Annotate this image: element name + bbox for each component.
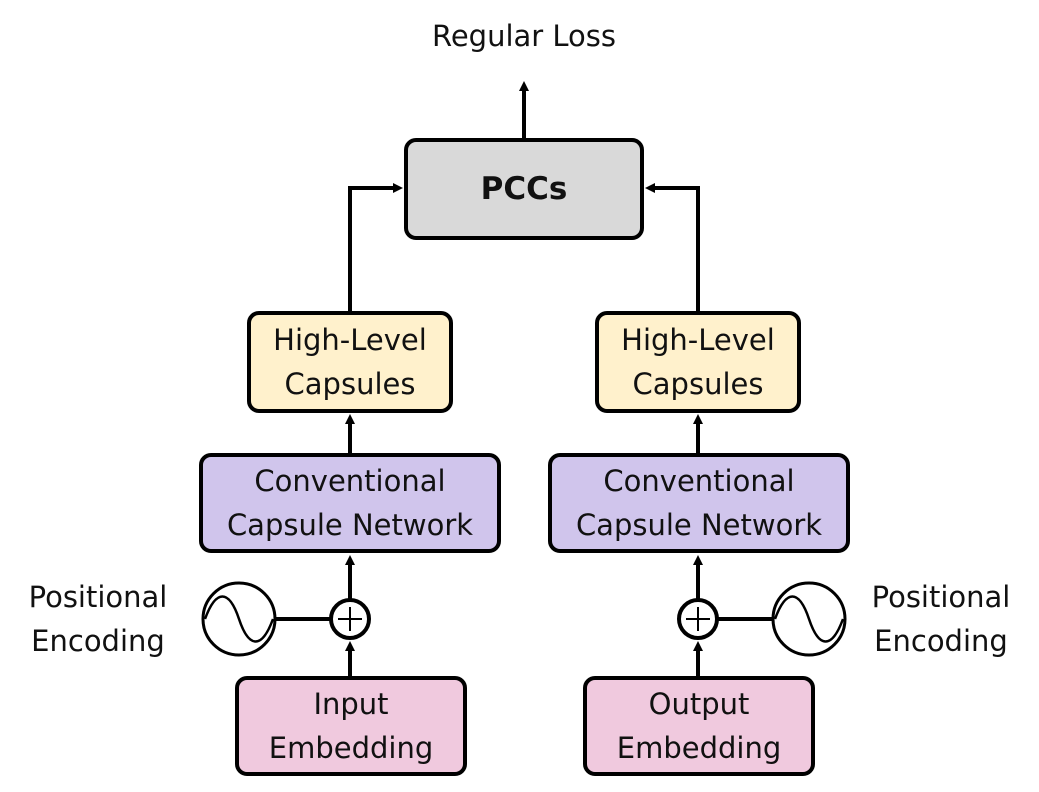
input-embedding-line1: Input	[313, 687, 389, 721]
output-embedding-line1: Output	[648, 687, 750, 721]
right-network-line1: Conventional	[603, 464, 795, 498]
regular-loss-text: Regular Loss	[431, 19, 617, 53]
right-network-line2: Capsule Network	[575, 508, 823, 542]
left-positional-encoding-label: Positional Encoding	[8, 575, 188, 663]
pccs-box: PCCs	[404, 138, 644, 240]
plus-circle-icon	[329, 598, 371, 640]
left-high-level-capsules: High-Level Capsules	[247, 311, 453, 413]
left-network-line1: Conventional	[254, 464, 446, 498]
output-embedding: Output Embedding	[583, 676, 815, 776]
right-positional-line2: Encoding	[874, 624, 1008, 658]
arrow-left-high-to-pccs	[348, 183, 403, 311]
left-high-level-line2: Capsules	[284, 367, 416, 401]
sine-wave-icon	[771, 581, 847, 657]
left-high-level-line1: High-Level	[273, 323, 427, 357]
pccs-label: PCCs	[480, 171, 568, 207]
output-embedding-line2: Embedding	[616, 731, 782, 765]
right-positional-line1: Positional	[871, 580, 1011, 614]
input-embedding: Input Embedding	[235, 676, 467, 776]
regular-loss-label: Regular Loss	[424, 14, 624, 58]
right-high-level-capsules: High-Level Capsules	[595, 311, 801, 413]
input-embedding-line2: Embedding	[268, 731, 434, 765]
arrow-right-high-to-pccs	[645, 183, 700, 311]
left-conventional-capsule-network: Conventional Capsule Network	[199, 453, 501, 553]
right-conventional-capsule-network: Conventional Capsule Network	[548, 453, 850, 553]
sine-wave-icon	[201, 581, 277, 657]
right-high-level-line1: High-Level	[621, 323, 775, 357]
right-high-level-line2: Capsules	[632, 367, 764, 401]
right-positional-encoding-label: Positional Encoding	[851, 575, 1031, 663]
left-positional-line2: Encoding	[31, 624, 165, 658]
left-positional-line1: Positional	[28, 580, 168, 614]
left-network-line2: Capsule Network	[226, 508, 474, 542]
plus-circle-icon	[677, 598, 719, 640]
